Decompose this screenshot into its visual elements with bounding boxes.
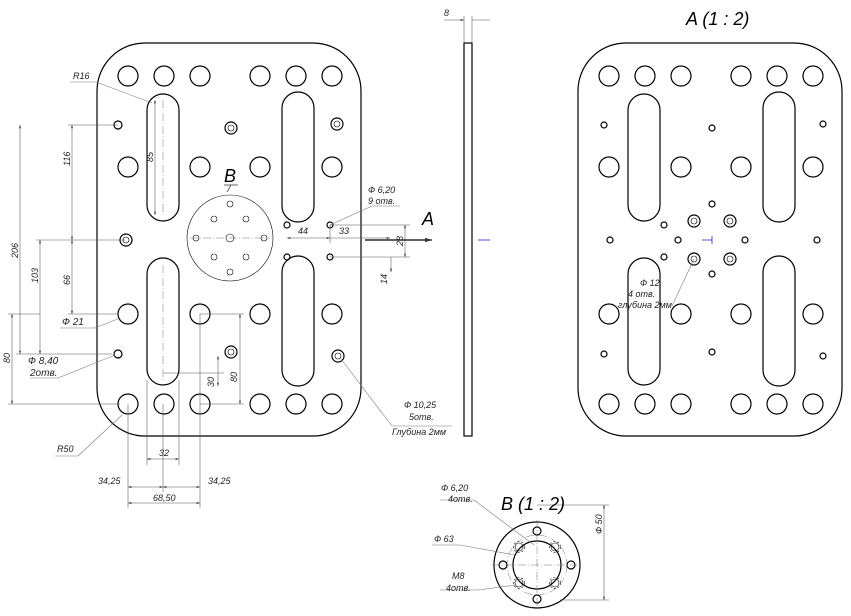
callout-d840-count: 2отв. xyxy=(29,368,57,379)
a-callout-d12: Ф 12 xyxy=(640,278,660,288)
dim-68-50: 68,50 xyxy=(153,493,176,503)
dimension-lines xyxy=(8,81,452,508)
plate-outline-a xyxy=(577,42,843,437)
dim-206: 206 xyxy=(10,243,20,259)
a-callout-d12-depth: глубина 2мм xyxy=(618,300,672,310)
a-callout-d12-count: 4 отв. xyxy=(628,289,655,299)
callout-d840: Ф 8,40 xyxy=(28,356,59,367)
large-holes xyxy=(117,65,343,415)
dim-34-25-left: 34,25 xyxy=(98,476,122,486)
dim-116: 116 xyxy=(62,152,72,166)
b-callout-m8: M8 xyxy=(452,571,465,581)
side-profile xyxy=(463,42,473,437)
plate-outline xyxy=(96,42,362,437)
dim-103: 103 xyxy=(30,268,40,283)
dim-44: 44 xyxy=(298,226,308,236)
detail-view-b xyxy=(432,499,609,610)
dim-66: 66 xyxy=(62,275,72,285)
detail-b-marker-circle xyxy=(186,184,274,282)
dim-80-left: 80 xyxy=(2,353,12,363)
side-view xyxy=(444,16,490,437)
callout-d1025: Ф 10,25 xyxy=(404,400,437,410)
slot-bottom-left xyxy=(146,257,180,386)
dim-14: 14 xyxy=(379,274,389,284)
dim-32: 32 xyxy=(159,448,169,458)
b-callout-d50: Ф 50 xyxy=(594,514,604,534)
dim-r16: R16 xyxy=(73,71,90,81)
dim-80-mid: 80 xyxy=(229,372,239,382)
dim-33: 33 xyxy=(339,226,349,236)
callout-d21: Ф 21 xyxy=(62,317,84,328)
arrow-label-a: A xyxy=(421,209,434,229)
b-callout-d620-count: 4отв. xyxy=(448,494,473,504)
view-marker-b: B xyxy=(224,166,236,186)
small-holes-a xyxy=(600,120,827,360)
dim-85: 85 xyxy=(145,151,155,162)
dim-34-25-right: 34,25 xyxy=(208,476,232,486)
dim-thickness-8: 8 xyxy=(444,8,449,18)
slot-top-right xyxy=(281,91,315,223)
b-callout-d63: Ф 63 xyxy=(434,534,454,544)
front-view xyxy=(8,42,452,508)
b-callout-d620: Ф 6,20 xyxy=(441,483,468,493)
callout-d1025-depth: Глубина 2мм xyxy=(392,427,446,437)
b-callout-m8-count: 4отв. xyxy=(446,583,471,593)
slot-top-left xyxy=(146,93,180,222)
callout-d1025-count: 5отв. xyxy=(409,412,434,422)
detail-b-title: B (1 : 2) xyxy=(501,494,565,514)
callout-d620: Ф 6,20 xyxy=(368,185,395,195)
callout-d620-count: 9 отв. xyxy=(368,196,395,206)
counterbored-holes xyxy=(119,117,345,363)
dim-28: 28 xyxy=(395,236,405,247)
dim-30: 30 xyxy=(206,377,216,387)
counterbored-holes-a xyxy=(687,214,737,266)
large-holes-a xyxy=(598,65,824,415)
dim-r50: R50 xyxy=(57,444,74,454)
detail-view-a xyxy=(577,42,843,437)
slot-bottom-right xyxy=(281,255,315,387)
detail-a-title: A (1 : 2) xyxy=(685,9,749,29)
labels: A (1 : 2) B (1 : 2) B A R16 85 116 206 1… xyxy=(2,8,749,593)
